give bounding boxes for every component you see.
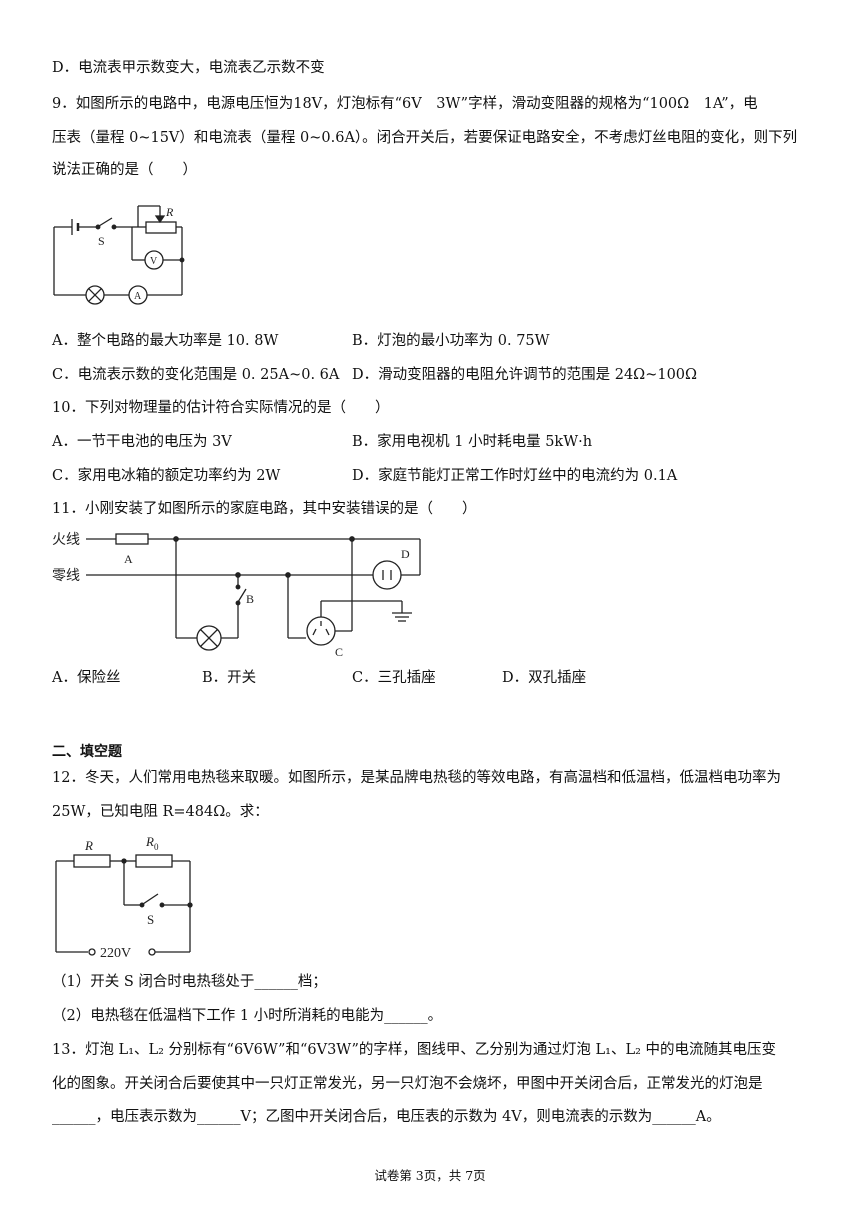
q12-fig-label-r: R [84,838,93,853]
q11-fig-label-a: A [124,552,133,566]
q11-fig-label-live: 火线 [52,532,80,548]
section-title-fill-blank: 二、填空题 [52,744,122,760]
q9-option-a: A．整个电路的最大功率是 10. 8W [52,333,279,349]
q11-option-a: A．保险丝 [52,670,121,686]
q11-fig-label-c: C [335,645,343,659]
q10-stem: 10．下列对物理量的估计符合实际情况的是（ ） [52,400,390,416]
q9-option-d: D．滑动变阻器的电阻允许调节的范围是 24Ω~100Ω [352,367,698,383]
q13-stem-line1: 13．灯泡 L₁、L₂ 分别标有“6V6W”和“6V3W”的字样，图线甲、乙分别… [52,1042,776,1058]
q11-fig-label-neutral: 零线 [52,568,80,584]
q12-stem-line2: 25W，已知电阻 R=484Ω。求： [52,804,269,820]
q11-stem: 11．小刚安装了如图所示的家庭电路，其中安装错误的是（ ） [52,501,477,517]
q11-fig-label-d: D [401,547,410,561]
q9-fig-label-a: A [134,291,142,302]
q12-fig-label-voltage: 220V [100,946,131,961]
q10-option-b: B．家用电视机 1 小时耗电量 5kW·h [352,434,593,450]
q13-stem-line3: ______，电压表示数为______V；乙图中开关闭合后，电压表的示数为 4V… [52,1109,721,1125]
q9-stem-line3: 说法正确的是（ ） [52,162,197,178]
q9-circuit-diagram: R S V A [53,205,185,305]
q9-stem-line1: 9．如图所示的电路中，电源电压恒为18V，灯泡标有“6V 3W”字样，滑动变阻器… [52,96,758,112]
q9-stem-line2: 压表（量程 0~15V）和电流表（量程 0~0.6A）。闭合开关后，若要保证电路… [52,130,798,146]
q9-fig-label-v: V [150,256,158,267]
q10-option-c: C．家用电冰箱的额定功率约为 2W [52,468,281,484]
svg-text:R0: R0 [145,834,159,852]
page-footer: 试卷第 3页，共 7页 [374,1168,486,1183]
q12-fig-label-s: S [147,912,154,927]
q12-heater-circuit-diagram: R R0 S 220V [55,834,193,961]
q11-fig-label-b: B [246,592,254,606]
q12-fig-label-r0-subscript: 0 [154,842,159,852]
q10-option-d: D．家庭节能灯正常工作时灯丝中的电流约为 0.1A [352,468,678,484]
q12-subquestion-1: （1）开关 S 闭合时电热毯处于______档； [52,974,327,990]
q9-fig-label-s: S [98,234,105,248]
q11-option-b: B．开关 [202,670,257,686]
q11-household-circuit-diagram: 火线 零线 A B C D [52,532,421,659]
q9-option-c: C．电流表示数的变化范围是 0. 25A~0. 6A [52,367,340,383]
q12-stem-line1: 12．冬天，人们常用电热毯来取暖。如图所示，是某品牌电热毯的等效电路，有高温档和… [52,770,781,786]
q8-option-d: D．电流表甲示数变大，电流表乙示数不变 [52,60,325,76]
q11-option-c: C．三孔插座 [352,670,436,686]
q9-fig-label-r: R [165,205,174,219]
q12-subquestion-2: （2）电热毯在低温档下工作 1 小时所消耗的电能为______。 [52,1008,443,1024]
q9-option-b: B．灯泡的最小功率为 0. 75W [352,333,550,349]
q11-option-d: D．双孔插座 [502,670,587,686]
q13-stem-line2: 化的图象。开关闭合后要使其中一只灯正常发光，另一只灯泡不会烧坏，甲图中开关闭合后… [52,1076,763,1092]
q12-fig-label-r0: R [145,834,154,849]
q10-option-a: A．一节干电池的电压为 3V [52,434,232,450]
